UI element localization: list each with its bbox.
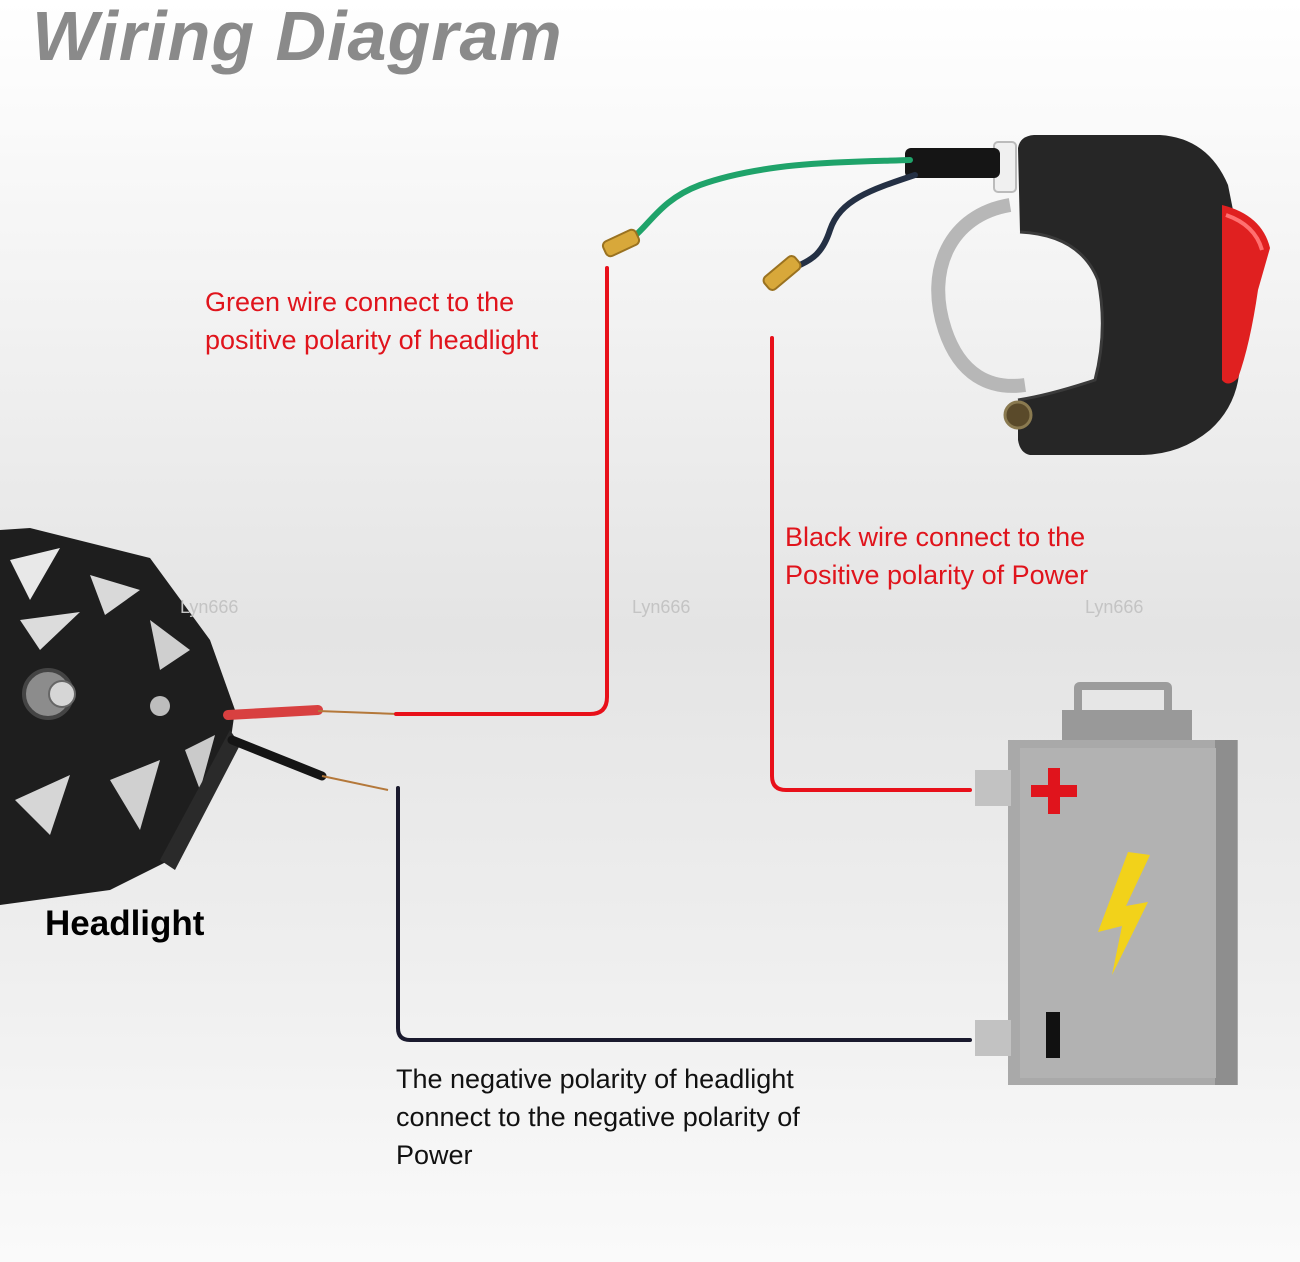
green-wire-annotation: Green wire connect to the positive polar… bbox=[205, 283, 538, 359]
black-wire-annotation-line: Black wire connect to the bbox=[785, 522, 1086, 552]
green-wire-annotation-line: Green wire connect to the bbox=[205, 287, 515, 317]
negative-wire-annotation-line: connect to the negative polarity of bbox=[396, 1102, 800, 1132]
black-wire-headlight-to-battery bbox=[396, 786, 972, 1042]
connector-icon bbox=[601, 228, 802, 291]
watermark: Lyn666 bbox=[632, 597, 691, 617]
red-wire-headlight-to-switch bbox=[394, 266, 609, 716]
headlight-icon bbox=[0, 528, 399, 905]
negative-wire-annotation-line: Power bbox=[396, 1140, 473, 1170]
green-wire-annotation-line: positive polarity of headlight bbox=[205, 325, 539, 355]
lightning-bolt-icon bbox=[1098, 852, 1150, 975]
red-wire-switch-to-battery bbox=[770, 336, 972, 792]
battery-icon bbox=[975, 682, 1238, 1085]
headlight-label: Headlight bbox=[45, 904, 205, 943]
negative-wire-annotation-line: The negative polarity of headlight bbox=[396, 1064, 794, 1094]
negative-wire-annotation: The negative polarity of headlight conne… bbox=[396, 1060, 800, 1174]
diagram-title: Wiring Diagram bbox=[32, 0, 563, 75]
black-wire-annotation-line: Positive polarity of Power bbox=[785, 560, 1089, 590]
watermark: Lyn666 bbox=[180, 597, 239, 617]
watermark: Lyn666 bbox=[1085, 597, 1144, 617]
switch-icon bbox=[601, 135, 1270, 455]
black-wire-annotation: Black wire connect to the Positive polar… bbox=[785, 518, 1088, 594]
